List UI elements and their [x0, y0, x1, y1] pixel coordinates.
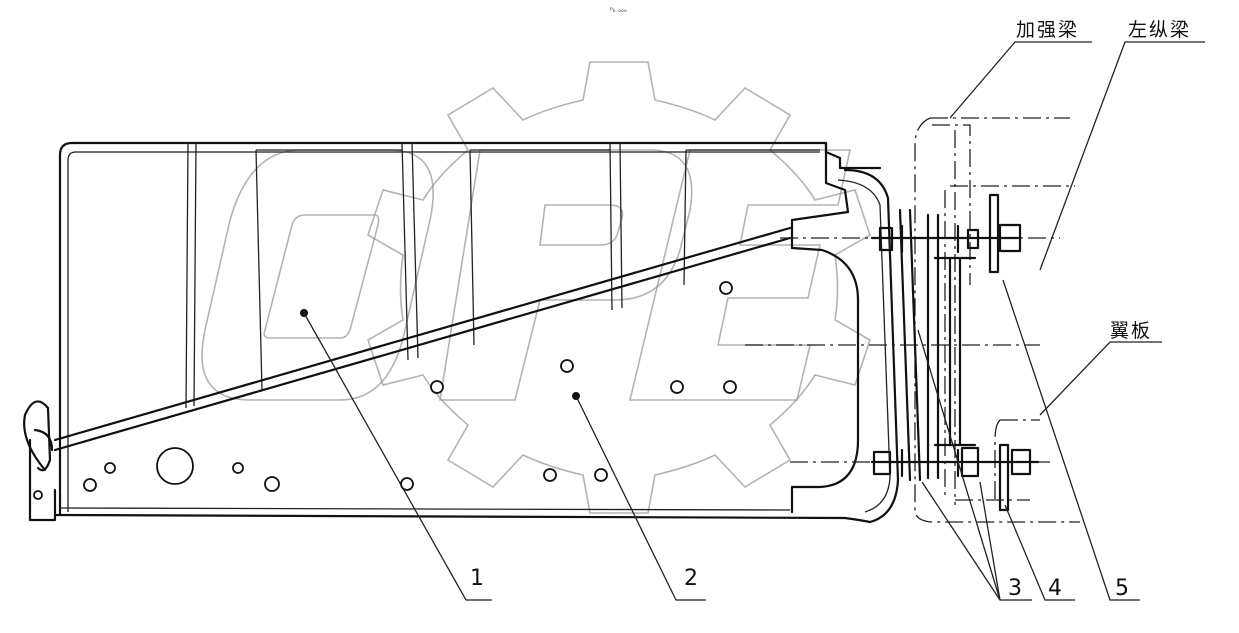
latch-pivot [33, 490, 43, 500]
header-mark: ᵖₖ ₒₒₒ [610, 6, 627, 14]
watermark-gear [367, 61, 871, 514]
callout-5: 5 [1115, 576, 1129, 601]
bracket-flange [843, 168, 900, 524]
bracket-hole [594, 468, 608, 482]
callout-1: 1 [470, 566, 484, 591]
side-bracket [83, 168, 900, 524]
upper-bolt [870, 224, 1020, 254]
box-inner-line [67, 151, 820, 512]
leader-left-longitudinal-beam [1039, 41, 1205, 271]
latch-mechanism [23, 400, 57, 522]
label-left-longitudinal-beam: 左纵梁 [1128, 19, 1191, 41]
bracket-hole [670, 380, 684, 394]
lower-washer [998, 443, 1032, 512]
bracket-hole [543, 468, 557, 482]
lower-bolt [870, 446, 1040, 478]
upper-washer [988, 193, 1022, 274]
watermark-letter-o [201, 149, 434, 401]
leader-lines [300, 41, 1205, 601]
bracket-outline [790, 246, 860, 514]
bracket-hole [104, 462, 116, 474]
leader-line-2 [575, 395, 706, 601]
base-plate [53, 513, 872, 524]
box-outline [58, 141, 882, 517]
leader-line-3 [917, 329, 1032, 601]
bracket-hole [83, 478, 97, 492]
bracket-hole [719, 281, 733, 295]
watermark-letter-p [439, 149, 693, 401]
spacer-plates [898, 208, 940, 482]
cover-ribs [185, 142, 687, 409]
label-reinforcement-beam: 加强梁 [1016, 19, 1079, 41]
left-longitudinal-beam [944, 185, 1075, 501]
watermark-logo [201, 61, 871, 514]
box-right-shoulder [790, 141, 850, 250]
callout-3: 3 [1008, 576, 1022, 601]
diagonal-tie-bar [53, 226, 792, 452]
bracket-hole [560, 359, 574, 373]
watermark-letter-e [628, 149, 851, 401]
battery-box [53, 141, 882, 524]
bracket-hole [232, 462, 244, 474]
bracket-hole [723, 380, 737, 394]
bracket-hole [264, 476, 280, 492]
leader-reinforcement-beam [949, 41, 1092, 119]
leader-line-4 [1004, 504, 1075, 601]
bracket-flange-inner [837, 179, 891, 513]
latch-lever [28, 428, 57, 522]
base-plate-inner [59, 507, 791, 511]
bracket-hole [156, 447, 194, 485]
callout-2: 2 [684, 566, 698, 591]
reinforcement-beam [914, 117, 1080, 523]
leader-line-5 [1002, 279, 1140, 601]
i-beam [933, 256, 977, 447]
bracket-hole [430, 380, 444, 394]
leader-line-1 [303, 312, 492, 601]
frame-mount [745, 117, 1080, 523]
leader-fender-plate [1039, 341, 1162, 416]
label-fender-plate: 翼板 [1110, 320, 1152, 342]
latch-hook [23, 400, 52, 472]
callout-4: 4 [1048, 576, 1062, 601]
